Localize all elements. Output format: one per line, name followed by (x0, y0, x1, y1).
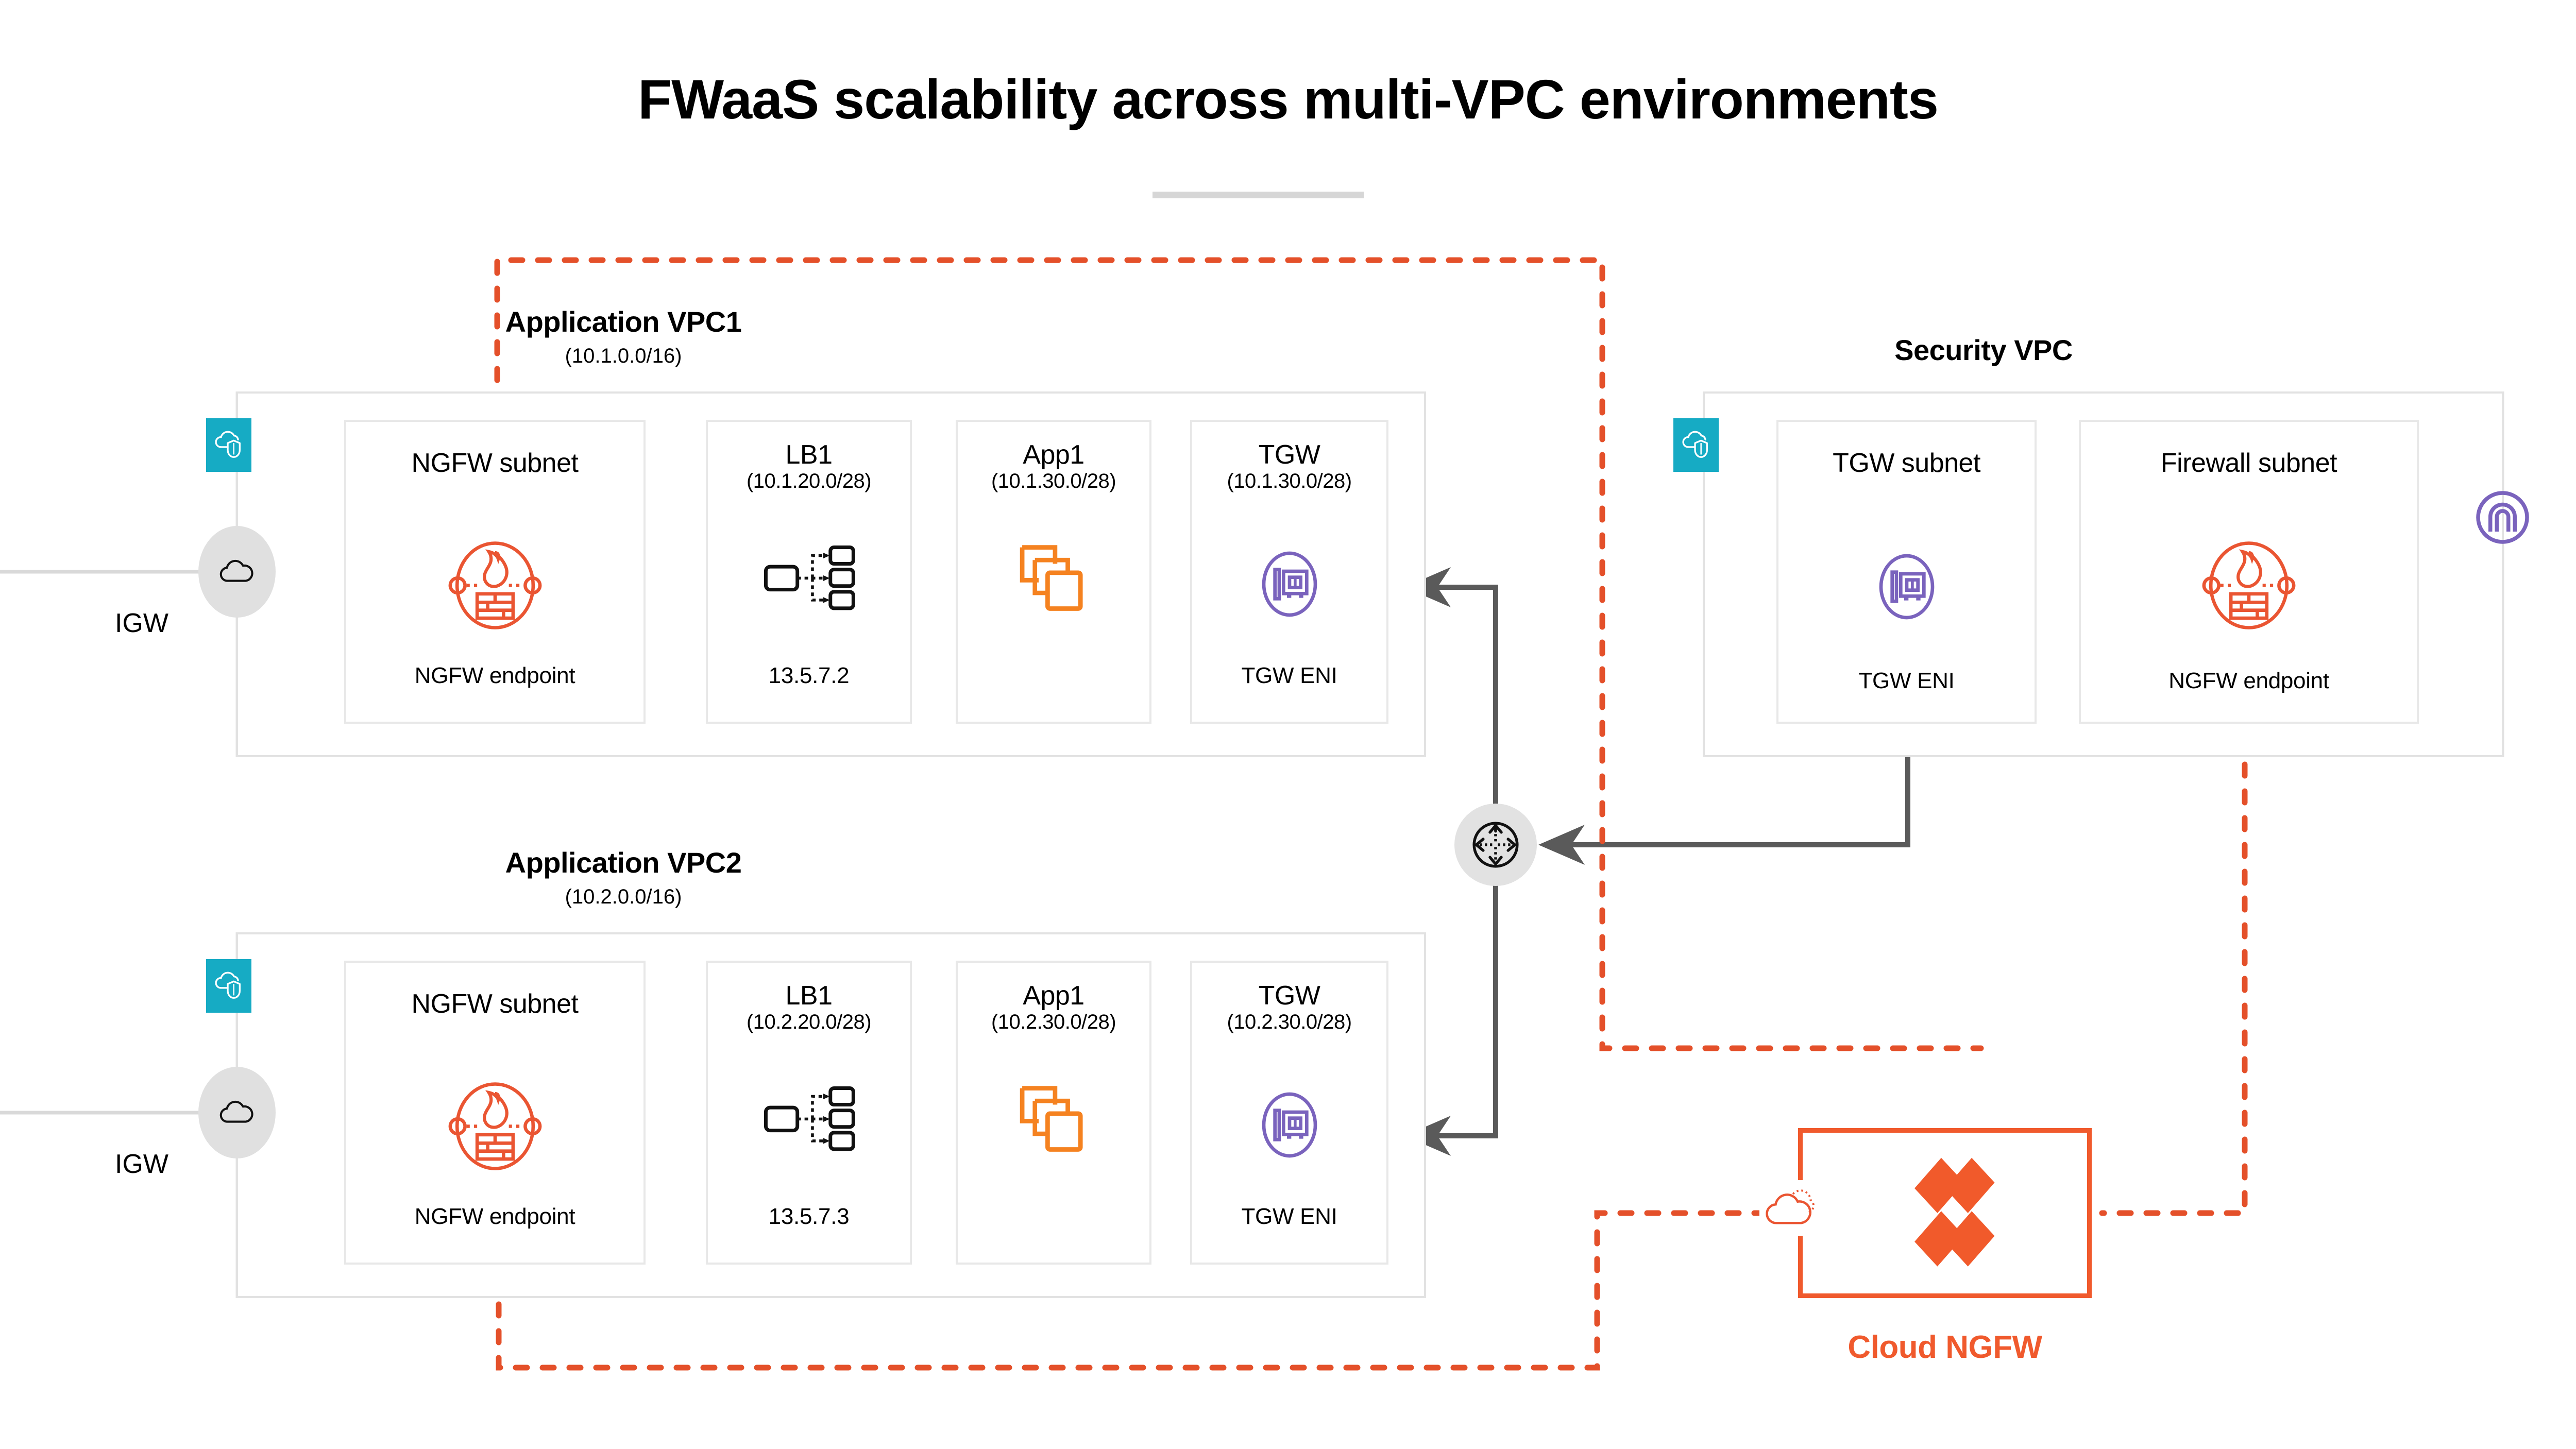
vpc2-subnet-app1[interactable]: App1 (10.2.30.0/28) (956, 961, 1151, 1265)
vpc2-subnet-tgw-footer: TGW ENI (1241, 1204, 1337, 1229)
title-divider (1153, 192, 1364, 198)
vpc2-subnet-lb1-footer: 13.5.7.3 (768, 1204, 850, 1229)
vpc2-subnet-app1-title: App1 (10.2.30.0/28) (958, 981, 1149, 1033)
transit-gateway-icon (1472, 822, 1519, 868)
vpc1-subnet-ngfw[interactable]: NGFW subnet NGFW endpoint (344, 420, 646, 724)
vpc2-subnet-tgw-title: TGW (10.2.30.0/28) (1192, 981, 1386, 1033)
vpc2-subnet-ngfw-footer: NGFW endpoint (414, 1204, 575, 1229)
firewall-icon (2196, 533, 2302, 641)
vpc1-subnet-ngfw-footer: NGFW endpoint (414, 663, 575, 688)
security-subnet-tgw-title: TGW subnet (1833, 448, 1980, 478)
igw1-node (198, 526, 276, 618)
security-vpc-cloud-shield-badge (1673, 418, 1719, 472)
load-balancer-icon (759, 541, 859, 616)
cloud-outline-badge (1759, 1180, 1829, 1239)
vpc2-lb1-name: LB1 (785, 981, 833, 1011)
eni-card-icon (1253, 545, 1326, 625)
cloud-ngfw-label: Cloud NGFW (1848, 1329, 2042, 1365)
cloud-icon (219, 1100, 253, 1123)
tgw-attachment-badge[interactable] (2470, 485, 2535, 552)
vpc1-heading: Application VPC1 (10.1.0.0/16) (392, 306, 855, 369)
vpc1-app1-cidr: (10.1.30.0/28) (991, 470, 1116, 493)
security-subnet-firewall-footer: NGFW endpoint (2168, 668, 2329, 693)
vpc1-subnet-tgw-footer: TGW ENI (1241, 663, 1337, 688)
igw2-label: IGW (115, 1149, 168, 1179)
palo-alto-logo-badge (1909, 1154, 2004, 1275)
vpc1-subnet-tgw[interactable]: TGW (10.1.30.0/28) TGW ENI (1190, 420, 1388, 724)
cloud-icon (219, 559, 253, 582)
vpc1-tgw-name: TGW (1258, 440, 1320, 470)
tgw-attachment-icon (2476, 491, 2529, 544)
page-title: FWaaS scalability across multi-VPC envir… (638, 68, 1939, 130)
igw1-label: IGW (115, 608, 168, 638)
vpc1-subnet-lb1-title: LB1 (10.1.20.0/28) (708, 440, 910, 492)
security-subnet-firewall-title: Firewall subnet (2160, 448, 2337, 478)
vpc2-heading: Application VPC2 (10.2.0.0/16) (392, 847, 855, 910)
vpc2-name: Application VPC2 (505, 846, 742, 879)
vpc2-tgw-cidr: (10.2.30.0/28) (1227, 1011, 1352, 1034)
vpc1-tgw-cidr: (10.1.30.0/28) (1227, 470, 1352, 493)
firewall-icon (442, 1073, 548, 1182)
eni-card-icon (1253, 1086, 1326, 1166)
vpc2-subnet-lb1[interactable]: LB1 (10.2.20.0/28) 13.5.7.3 (706, 961, 912, 1265)
cloud-shield-icon (215, 431, 241, 458)
vpc1-subnet-lb1-footer: 13.5.7.2 (768, 663, 850, 688)
vpc2-tgw-name: TGW (1258, 981, 1320, 1011)
security-subnet-firewall[interactable]: Firewall subnet NGFW endpoint (2079, 420, 2419, 724)
vpc1-cidr: (10.1.0.0/16) (565, 345, 682, 368)
eni-card-icon (1871, 548, 1943, 628)
app-stack-icon (1015, 541, 1092, 619)
palo-alto-logo-icon (1914, 1157, 1995, 1267)
vpc2-cidr: (10.2.0.0/16) (565, 885, 682, 909)
vpc2-subnet-ngfw-title: NGFW subnet (411, 989, 579, 1019)
security-subnet-tgw[interactable]: TGW subnet TGW ENI (1776, 420, 2037, 724)
vpc1-lb1-name: LB1 (785, 440, 833, 470)
vpc2-lb1-cidr: (10.2.20.0/28) (746, 1011, 872, 1034)
vpc1-subnet-ngfw-title: NGFW subnet (411, 448, 579, 478)
vpc2-subnet-ngfw[interactable]: NGFW subnet NGFW endpoint (344, 961, 646, 1265)
vpc1-subnet-app1[interactable]: App1 (10.1.30.0/28) (956, 420, 1151, 724)
load-balancer-icon (759, 1082, 859, 1157)
cloud-shield-icon (1682, 431, 1708, 458)
vpc2-app1-cidr: (10.2.30.0/28) (991, 1011, 1116, 1034)
vpc1-subnet-tgw-title: TGW (10.1.30.0/28) (1192, 440, 1386, 492)
app-stack-icon (1015, 1082, 1092, 1160)
firewall-icon (442, 533, 548, 641)
vpc1-lb1-cidr: (10.1.20.0/28) (746, 470, 872, 493)
cloud-shield-icon (215, 971, 241, 999)
vpc2-app1-name: App1 (1023, 981, 1084, 1011)
vpc1-name: Application VPC1 (505, 305, 742, 338)
vpc1-app1-name: App1 (1023, 440, 1084, 470)
transit-gateway-hub[interactable] (1454, 804, 1537, 886)
vpc1-subnet-lb1[interactable]: LB1 (10.1.20.0/28) 13.5.7.2 (706, 420, 912, 724)
security-vpc-heading: Security VPC (1894, 334, 2073, 366)
vpc1-cloud-shield-badge (206, 418, 251, 472)
vpc2-subnet-tgw[interactable]: TGW (10.2.30.0/28) TGW ENI (1190, 961, 1388, 1265)
cloud-outline-icon (1759, 1180, 1829, 1236)
vpc2-cloud-shield-badge (206, 959, 251, 1013)
security-subnet-tgw-footer: TGW ENI (1858, 668, 1955, 693)
vpc1-subnet-app1-title: App1 (10.1.30.0/28) (958, 440, 1149, 492)
vpc2-subnet-lb1-title: LB1 (10.2.20.0/28) (708, 981, 910, 1033)
igw2-node (198, 1067, 276, 1158)
